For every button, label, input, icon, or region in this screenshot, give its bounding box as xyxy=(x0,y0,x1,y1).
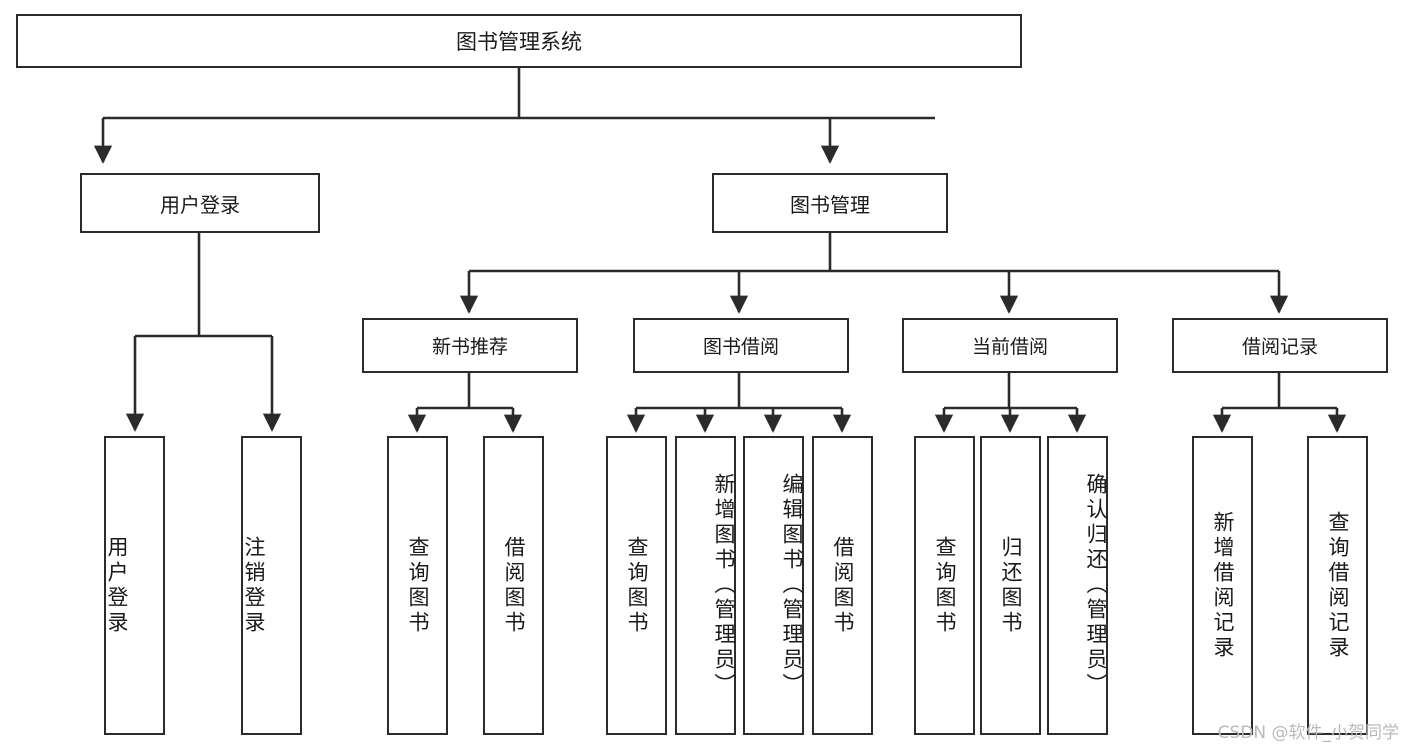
leaf-query-books-current[interactable]: 查询图书 xyxy=(914,436,975,735)
leaf-query-borrow-record[interactable]: 查询借阅记录 xyxy=(1307,436,1368,735)
leaf-user-login[interactable]: 用户登录 xyxy=(104,436,165,735)
leaf-query-books-borrow[interactable]: 查询图书 xyxy=(606,436,667,735)
node-current-borrow[interactable]: 当前借阅 xyxy=(902,318,1118,373)
leaf-add-borrow-record[interactable]: 新增借阅记录 xyxy=(1192,436,1253,735)
node-label: 图书借阅 xyxy=(702,336,779,358)
leaf-add-book-admin[interactable]: 新增图书（管理员） xyxy=(675,436,736,735)
leaf-confirm-return-admin[interactable]: 确认归还（管理员） xyxy=(1047,436,1108,735)
node-book-borrow[interactable]: 图书借阅 xyxy=(633,318,849,373)
leaf-logout[interactable]: 注销登录 xyxy=(241,436,302,735)
leaf-edit-book-admin[interactable]: 编辑图书（管理员） xyxy=(743,436,804,735)
node-book-management[interactable]: 图书管理 xyxy=(712,173,948,233)
leaf-return-books[interactable]: 归还图书 xyxy=(980,436,1041,735)
watermark-csdn: CSDN @软件_小贺同学 xyxy=(1217,723,1399,743)
leaf-borrow-books-recommend[interactable]: 借阅图书 xyxy=(483,436,544,735)
leaf-query-books-recommend[interactable]: 查询图书 xyxy=(387,436,448,735)
node-label: 用户登录 xyxy=(160,192,240,217)
node-label: 新书推荐 xyxy=(431,336,508,358)
leaf-borrow-books[interactable]: 借阅图书 xyxy=(812,436,873,735)
node-borrow-record[interactable]: 借阅记录 xyxy=(1172,318,1388,373)
node-user-login[interactable]: 用户登录 xyxy=(80,173,320,233)
node-label: 借阅记录 xyxy=(1241,336,1318,358)
node-label: 图书管理系统 xyxy=(456,30,582,54)
node-label: 图书管理 xyxy=(790,192,870,217)
node-root-book-management-system[interactable]: 图书管理系统 xyxy=(16,14,1022,68)
node-new-book-recommend[interactable]: 新书推荐 xyxy=(362,318,578,373)
node-label: 当前借阅 xyxy=(971,336,1048,358)
